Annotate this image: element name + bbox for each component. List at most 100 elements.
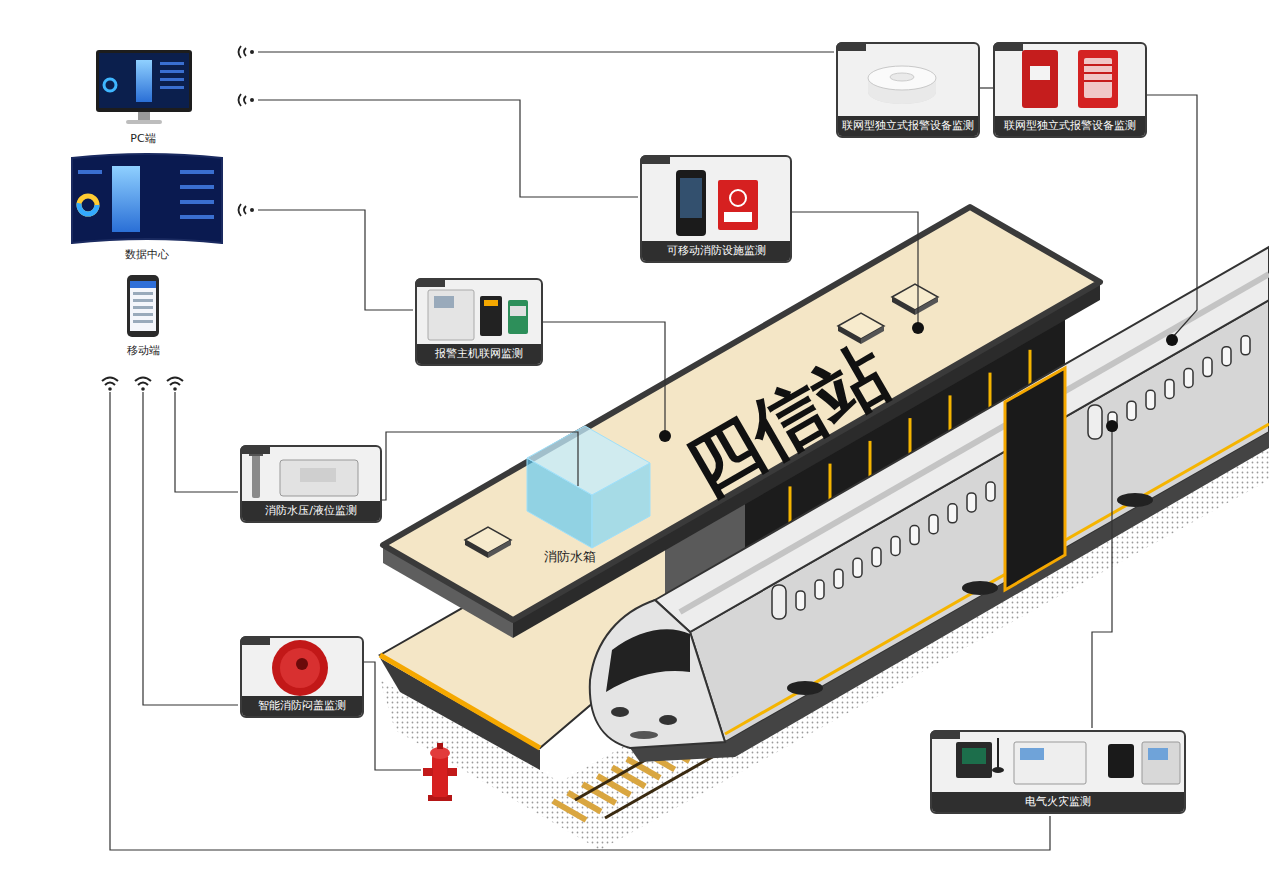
mobile-phone bbox=[133, 320, 153, 323]
bogie bbox=[787, 493, 1153, 695]
alarm-host bbox=[428, 290, 474, 340]
card-background bbox=[641, 156, 791, 262]
train bbox=[725, 424, 1269, 734]
monitor-card: 报警主机联网监测 bbox=[415, 278, 543, 366]
pc-monitor bbox=[99, 53, 189, 108]
rfid-handheld bbox=[676, 170, 758, 236]
electrical-monitor bbox=[992, 767, 1004, 773]
roof-skylight bbox=[892, 297, 915, 315]
card-title: 报警主机联网监测 bbox=[435, 344, 523, 364]
wifi-dot bbox=[173, 387, 177, 391]
leader-line bbox=[143, 392, 238, 705]
data-center-screen bbox=[72, 154, 222, 243]
monitor-point bbox=[659, 430, 671, 442]
mobile-phone bbox=[133, 306, 153, 309]
pressure-sensor bbox=[252, 452, 260, 498]
wifi-dot bbox=[108, 387, 177, 391]
fire-hydrant bbox=[423, 743, 457, 801]
connector bbox=[980, 88, 993, 89]
train bbox=[590, 600, 725, 748]
card-title: 联网型独立式报警设备监测 bbox=[842, 116, 974, 136]
alarm-devices bbox=[1084, 58, 1112, 98]
device-caption: 数据中心 bbox=[125, 247, 169, 262]
train-window bbox=[815, 580, 824, 599]
data-center-screen bbox=[112, 166, 140, 232]
train-window bbox=[1184, 369, 1193, 388]
smart-cap bbox=[272, 640, 328, 696]
card-label-band: 联网型独立式报警设备监测 bbox=[995, 116, 1145, 136]
train-window bbox=[967, 493, 976, 512]
roof-skylight bbox=[465, 527, 511, 553]
leader-line bbox=[258, 51, 834, 52]
card-label-band: 电气火灾监测 bbox=[932, 792, 1184, 812]
lower-platform bbox=[380, 655, 540, 748]
train-window bbox=[929, 515, 938, 534]
smart-cap bbox=[272, 640, 328, 696]
signal-dot bbox=[250, 50, 254, 54]
data-center-screen bbox=[180, 170, 214, 174]
alarm-devices bbox=[1084, 80, 1112, 82]
electrical-monitor bbox=[997, 738, 999, 768]
train bbox=[590, 247, 1269, 762]
water-tank bbox=[527, 426, 650, 495]
train bbox=[659, 715, 677, 725]
monitor-point bbox=[1106, 420, 1118, 432]
train bbox=[606, 629, 690, 692]
smart-cap bbox=[296, 658, 308, 670]
electrical-monitor bbox=[1148, 748, 1168, 760]
train-window bbox=[1222, 347, 1231, 366]
wifi-symbol bbox=[102, 378, 183, 386]
pressure-sensor bbox=[300, 468, 336, 482]
train bbox=[611, 707, 629, 717]
train-window bbox=[796, 591, 805, 610]
monitor-card: 联网型独立式报警设备监测 bbox=[993, 42, 1147, 138]
wifi-symbol bbox=[138, 383, 148, 386]
alarm-devices bbox=[1022, 50, 1058, 108]
leader-line bbox=[364, 662, 421, 770]
fire-hydrant bbox=[447, 768, 457, 776]
pc-monitor bbox=[160, 70, 184, 73]
signal-dot bbox=[250, 208, 254, 212]
leader-line bbox=[382, 432, 578, 500]
signal-symbol bbox=[244, 48, 246, 56]
smoke-detector bbox=[868, 66, 936, 104]
data-center-screen bbox=[180, 185, 214, 189]
card-background bbox=[931, 731, 1185, 813]
electrical-monitor bbox=[1108, 744, 1134, 778]
signal-symbol bbox=[239, 204, 242, 216]
mobile-phone bbox=[133, 299, 153, 302]
signal-symbol bbox=[239, 46, 242, 58]
track-tie bbox=[553, 801, 586, 820]
alarm-host bbox=[508, 300, 528, 334]
data-center-screen bbox=[79, 196, 97, 214]
card-background bbox=[241, 446, 381, 522]
rfid-handheld bbox=[680, 178, 702, 218]
leader-line bbox=[175, 392, 238, 492]
smart-cap bbox=[280, 648, 320, 688]
leader-line bbox=[792, 212, 918, 325]
rfid-handheld bbox=[724, 212, 752, 222]
fire-hydrant bbox=[437, 743, 443, 749]
wifi-symbol bbox=[135, 378, 151, 382]
pc-monitor bbox=[104, 79, 116, 91]
alarm-host bbox=[484, 300, 498, 306]
train bbox=[630, 731, 658, 739]
card-background bbox=[837, 43, 979, 137]
pc-monitor bbox=[138, 112, 150, 121]
train bbox=[1005, 368, 1065, 590]
train-window bbox=[1203, 358, 1212, 377]
monitor-card: 联网型独立式报警设备监测 bbox=[836, 42, 980, 138]
pc-monitor bbox=[160, 78, 184, 81]
wifi-symbol bbox=[102, 378, 118, 382]
leader-line bbox=[543, 322, 665, 433]
alarm-devices bbox=[1022, 50, 1118, 108]
pc-monitor bbox=[136, 60, 152, 102]
alarm-devices bbox=[1030, 66, 1050, 80]
card-title: 智能消防闷盖监测 bbox=[258, 696, 346, 716]
card-background bbox=[241, 637, 363, 717]
signal-symbol bbox=[239, 94, 242, 106]
connector-line bbox=[980, 87, 993, 88]
card-background bbox=[241, 43, 1185, 813]
leader-line bbox=[1147, 95, 1197, 338]
